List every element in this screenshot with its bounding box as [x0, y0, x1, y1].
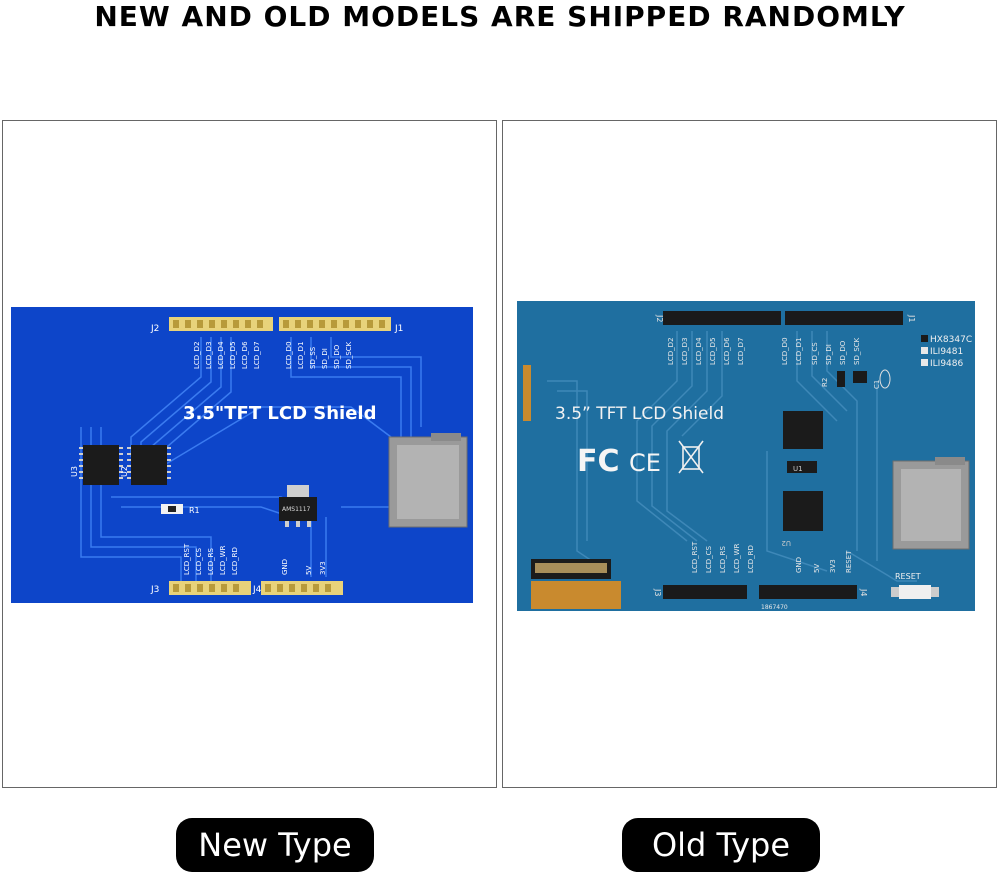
header-j4	[759, 585, 857, 599]
pin-label: LCD_D3	[681, 337, 689, 365]
pin-label: LCD_D6	[241, 341, 249, 369]
old-type-label: Old Type	[622, 818, 820, 872]
pin-label: 3V3	[319, 561, 327, 575]
board-title: 3.5” TFT LCD Shield	[555, 404, 724, 424]
label-j1: J1	[394, 324, 403, 334]
label-c1: C1	[873, 380, 881, 389]
pin-label: RESET	[845, 550, 853, 573]
label-reg: AMS1117	[282, 506, 311, 513]
pin-label: 5V	[305, 566, 313, 575]
new-pcb-board: J2 J1 LCD_D2 LCD_D3 LCD_D4 LCD_D5 LCD_D6…	[11, 307, 473, 603]
reset-button	[899, 585, 931, 599]
pin-label: LCD_D2	[667, 337, 675, 365]
pin-label: SD_DO	[333, 344, 341, 369]
component	[787, 461, 817, 473]
pin-label: LCD_D7	[737, 337, 745, 365]
regulator-ams1117	[279, 497, 317, 521]
pin-label: LCD_WR	[733, 543, 741, 573]
pin-label: GND	[281, 559, 289, 575]
weee-bin-icon	[678, 440, 704, 474]
label-j4: J4	[252, 585, 262, 595]
bottom-pin-labels: LCD_RST LCD_CS LCD_RS LCD_WR LCD_RD GND …	[183, 543, 327, 575]
headline: NEW AND OLD MODELS ARE SHIPPED RANDOMLY	[94, 0, 906, 33]
ic-u3	[83, 445, 119, 485]
bottom-pin-labels: LCD_RST LCD_CS LCD_RS LCD_WR LCD_RD GND …	[691, 541, 853, 573]
old-pcb-board: J2 J1 LCD_D2 LCD_D3 LCD_D4 LCD_D5 LCD_D6…	[517, 301, 975, 611]
label-r1: R1	[189, 506, 200, 515]
pin-label: LCD_RS	[207, 547, 215, 575]
label-j2: J2	[150, 324, 159, 334]
fpc-ribbon-tail	[531, 581, 621, 609]
pin-label: SD_DI	[825, 344, 833, 365]
pin-label: LCD_D7	[253, 341, 261, 369]
regulator-tab	[287, 485, 309, 499]
pin-label: LCD_D5	[709, 337, 717, 365]
label-j3: J3	[653, 588, 662, 596]
pin-label: GND	[795, 557, 803, 573]
pin-label: LCD_D5	[229, 341, 237, 369]
pin-label: LCD_CS	[195, 547, 203, 575]
pin-label: LCD_D1	[297, 341, 305, 369]
fcc-mark-icon: FC	[577, 444, 620, 479]
capacitor-c1	[879, 369, 891, 389]
pin-label: LCD_D0	[781, 337, 789, 365]
ic-u2	[783, 491, 823, 531]
ce-mark-icon: CE	[629, 449, 661, 477]
label-j1: J1	[907, 314, 916, 322]
ic-u1	[783, 411, 823, 449]
pin-label: SD_SCK	[853, 337, 861, 365]
top-pin-labels: LCD_D2 LCD_D3 LCD_D4 LCD_D5 LCD_D6 LCD_D…	[667, 337, 861, 365]
label-reset: RESET	[895, 572, 921, 581]
top-pin-labels: LCD_D2 LCD_D3 LCD_D4 LCD_D5 LCD_D6 LCD_D…	[193, 341, 353, 369]
chip-option: ILI9486	[930, 359, 964, 369]
component	[853, 371, 867, 383]
label-u1: U1	[793, 465, 803, 473]
pin-label: SD_DI	[321, 348, 329, 369]
old-pcb-artwork: J2 J1 LCD_D2 LCD_D3 LCD_D4 LCD_D5 LCD_D6…	[523, 311, 972, 611]
label-j3: J3	[150, 585, 159, 595]
ic-u2	[131, 445, 167, 485]
board-code: 1867470	[761, 604, 788, 611]
label-u3: U3	[70, 466, 79, 477]
pin-label: LCD_D6	[723, 337, 731, 365]
resistor-r2	[837, 371, 845, 387]
pin-label: LCD_D0	[285, 341, 293, 369]
label-j4: J4	[859, 588, 868, 596]
pin-label: LCD_RST	[183, 543, 191, 575]
pin-label: 5V	[813, 564, 821, 573]
pin-label: SD_SS	[309, 346, 317, 369]
pin-label: LCD_CS	[705, 545, 713, 573]
new-pcb-artwork: J2 J1 LCD_D2 LCD_D3 LCD_D4 LCD_D5 LCD_D6…	[70, 317, 468, 595]
pin-label: LCD_D1	[795, 337, 803, 365]
new-type-label: New Type	[176, 818, 374, 872]
label-u2: U2	[781, 539, 791, 547]
label-u2: U2	[120, 466, 129, 477]
label-j2: J2	[655, 314, 664, 322]
board-title: 3.5"TFT LCD Shield	[183, 403, 376, 424]
chip-option: HX8347C	[930, 335, 972, 345]
pin-label: LCD_D3	[205, 341, 213, 369]
header-j1	[785, 311, 903, 325]
pin-label: LCD_D2	[193, 341, 201, 369]
pin-label: SD_SCK	[345, 341, 353, 369]
header-j3	[663, 585, 747, 599]
label-r2: R2	[821, 378, 829, 387]
header-j2	[663, 311, 781, 325]
fpc-ribbon	[523, 365, 531, 421]
pin-label: 3V3	[829, 559, 837, 573]
pin-label: SD_DO	[839, 340, 847, 365]
pin-label: SD_CS	[811, 342, 819, 365]
pin-label: LCD_RST	[691, 541, 699, 573]
new-type-panel: J2 J1 LCD_D2 LCD_D3 LCD_D4 LCD_D5 LCD_D6…	[2, 120, 497, 788]
old-type-panel: J2 J1 LCD_D2 LCD_D3 LCD_D4 LCD_D5 LCD_D6…	[502, 120, 997, 788]
chip-option: ILI9481	[930, 347, 963, 357]
pin-label: LCD_RS	[719, 545, 727, 573]
pin-label: LCD_RD	[747, 545, 755, 573]
pin-label: LCD_RD	[231, 547, 239, 575]
pin-label: LCD_D4	[217, 341, 225, 369]
pin-label: LCD_D4	[695, 337, 703, 365]
pin-label: LCD_WR	[219, 545, 227, 575]
